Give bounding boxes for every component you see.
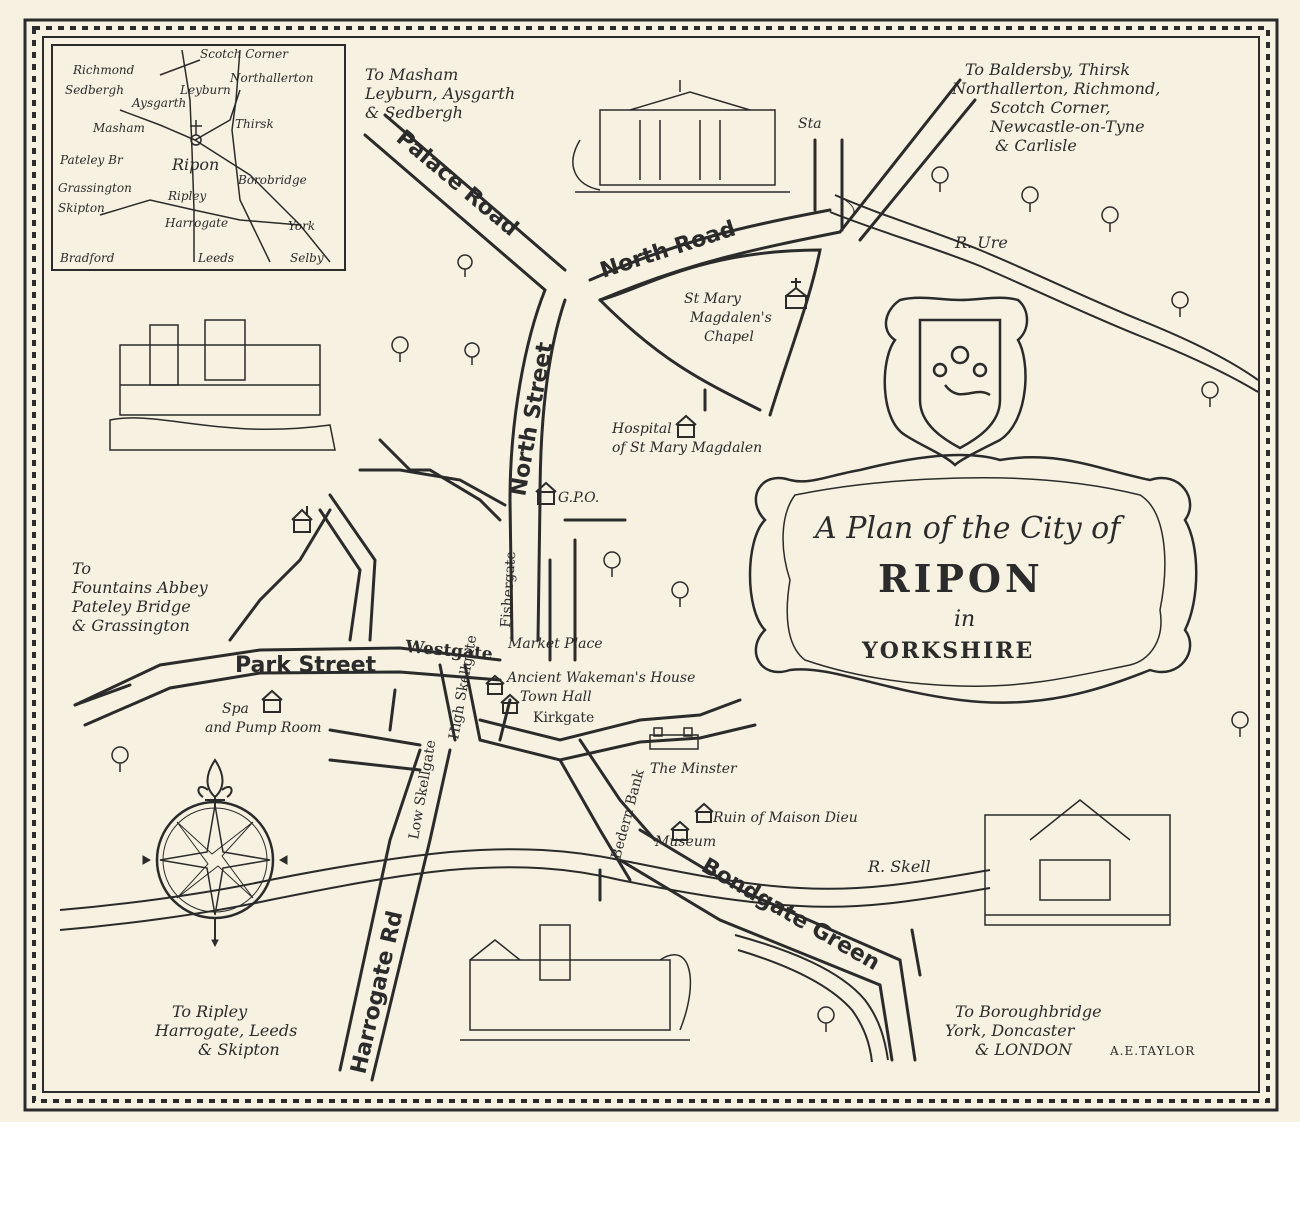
dest-masham: To Masham Leyburn, Aysgarth & Sedbergh [364, 65, 515, 122]
svg-text:Pateley Bridge: Pateley Bridge [71, 597, 191, 616]
minster-vignette [460, 924, 692, 1041]
svg-text:Harrogate, Leeds: Harrogate, Leeds [154, 1021, 297, 1040]
signature: A.E.TAYLOR [1109, 1044, 1195, 1058]
street-kirkgate: Kirkgate [533, 710, 594, 726]
street-park-street: Park Street [235, 653, 377, 678]
svg-text:& Carlisle: & Carlisle [995, 136, 1077, 155]
svg-text:Scotch Corner,: Scotch Corner, [990, 98, 1111, 117]
place-wakemans-house: Ancient Wakeman's House [505, 670, 695, 686]
coat-of-arms-icon [883, 296, 1029, 467]
inset-town: Northallerton [229, 71, 313, 85]
inset-town: Skipton [58, 201, 105, 215]
inset-town: Aysgarth [131, 96, 186, 110]
place-maison-dieu: Ruin of Maison Dieu [712, 810, 858, 826]
svg-text:To Boroughbridge: To Boroughbridge [955, 1002, 1102, 1021]
church-icon [785, 278, 807, 309]
street-fishergate: Fishergate [498, 551, 519, 629]
roads [73, 78, 977, 1082]
inset-town: York [288, 219, 315, 233]
place-spa: and Pump Room [205, 720, 322, 736]
place-town-hall: Town Hall [520, 689, 592, 705]
wakemans-house-vignette [984, 799, 1171, 926]
place-station: Sta [798, 116, 822, 132]
dest-baldersby: To Baldersby, Thirsk Northallerton, Rich… [951, 60, 1160, 155]
inset-town: Bradford [59, 251, 115, 265]
inset-town: Leyburn [179, 83, 231, 97]
river-skell-label: R. Skell [867, 857, 931, 876]
place-chapel: Chapel [704, 329, 754, 345]
svg-text:Leyburn, Aysgarth: Leyburn, Aysgarth [364, 84, 515, 103]
place-minster: The Minster [650, 761, 738, 777]
inset-town: Ripley [167, 189, 206, 203]
inset-town: Scotch Corner [200, 47, 289, 61]
svg-text:Northallerton, Richmond,: Northallerton, Richmond, [951, 79, 1160, 98]
inset-town: Sedbergh [65, 83, 124, 97]
inset-town: Pateley Br [59, 153, 124, 167]
place-chapel: Magdalen's [689, 310, 772, 326]
town-hall-vignette [572, 80, 790, 193]
inset-town: Leeds [197, 251, 234, 265]
minster-icon [649, 727, 699, 750]
svg-text:Fountains Abbey: Fountains Abbey [71, 578, 209, 597]
svg-text:& Sedbergh: & Sedbergh [365, 103, 463, 122]
svg-text:York, Doncaster: York, Doncaster [945, 1021, 1076, 1040]
title-line2: RIPON [878, 556, 1044, 601]
inset-town: Masham [92, 121, 145, 135]
compass-rose-icon [142, 800, 288, 948]
tree-icon [111, 166, 1249, 1032]
inset-map: Scotch Corner Richmond Northallerton Sed… [51, 44, 346, 271]
place-museum: Museum [654, 834, 716, 850]
svg-text:& LONDON: & LONDON [975, 1040, 1073, 1059]
inset-town: Ripon [171, 155, 219, 174]
dest-fountains: To Fountains Abbey Pateley Bridge & Gras… [71, 559, 209, 635]
place-chapel: St Mary [684, 291, 742, 307]
inset-town: Selby [290, 251, 324, 265]
place-market-place: Market Place [507, 636, 603, 652]
title-line3: in [954, 607, 975, 632]
inset-town: Thirsk [235, 117, 274, 131]
svg-text:& Skipton: & Skipton [198, 1040, 280, 1059]
canal [734, 934, 889, 1063]
inset-town: Harrogate [164, 216, 228, 230]
cathedral-vignette [109, 319, 336, 451]
place-hospital: Hospital [611, 421, 672, 437]
decorative-border [23, 18, 1279, 1112]
svg-text:To Ripley: To Ripley [172, 1002, 248, 1021]
place-spa: Spa [222, 701, 249, 717]
place-hospital: of St Mary Magdalen [612, 440, 762, 456]
svg-text:To: To [72, 559, 91, 578]
title-line1: A Plan of the City of [812, 511, 1125, 546]
inset-town: Richmond [72, 63, 135, 77]
title-line4: YORKSHIRE [861, 638, 1034, 664]
place-gpo: G.P.O. [558, 490, 599, 506]
dest-ripley: To Ripley Harrogate, Leeds & Skipton [154, 1002, 297, 1059]
bottom-margin [0, 1122, 1300, 1213]
river-skell [59, 848, 991, 931]
svg-text:& Grassington: & Grassington [72, 616, 190, 635]
dest-boroughbridge: To Boroughbridge York, Doncaster & LONDO… [945, 1002, 1102, 1059]
inset-town: Grassington [58, 181, 132, 195]
cathedral-icon [190, 120, 202, 146]
svg-text:To Baldersby, Thirsk: To Baldersby, Thirsk [965, 60, 1130, 79]
inset-town: Borobridge [237, 173, 307, 187]
svg-text:Newcastle-on-Tyne: Newcastle-on-Tyne [989, 117, 1145, 136]
svg-text:To Masham: To Masham [365, 65, 458, 84]
river-ure-label: R. Ure [954, 233, 1008, 252]
building-icon [261, 414, 714, 841]
title-cartouche [748, 453, 1198, 704]
